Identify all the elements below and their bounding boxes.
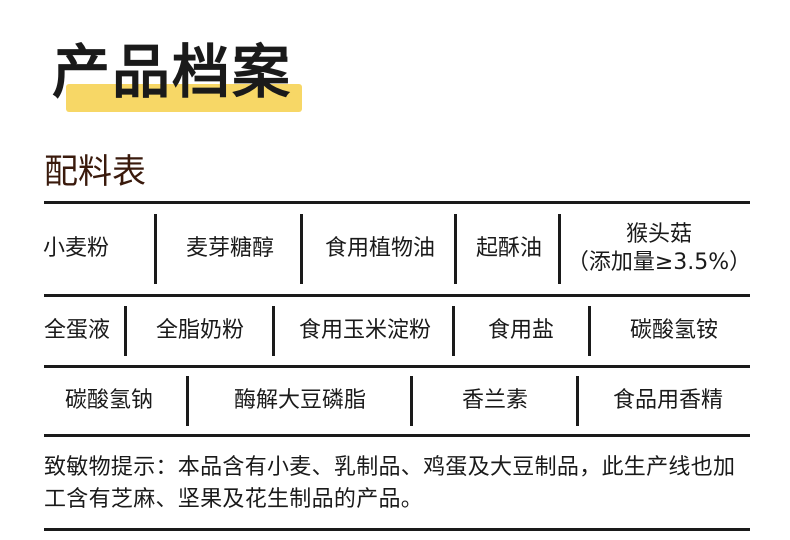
cell-divider: [300, 214, 303, 284]
page-title: 产品档案: [52, 38, 293, 106]
ingredient-cell: 全脂奶粉: [155, 318, 244, 343]
cell-divider: [186, 376, 189, 426]
cell-divider: [454, 214, 457, 284]
title-block: 产品档案: [52, 30, 302, 120]
ingredients-heading: 配料表: [44, 152, 146, 192]
table-rule-row2: [44, 365, 750, 368]
ingredient-cell: 麦芽糖醇: [185, 236, 274, 261]
cell-divider: [410, 376, 413, 426]
ingredient-cell: 小麦粉: [42, 236, 109, 261]
ingredient-cell: 碳酸氢铵: [629, 318, 718, 343]
table-rule-top: [44, 201, 750, 204]
ingredient-cell: 食用玉米淀粉: [298, 318, 431, 343]
ingredient-cell: 食品用香精: [612, 388, 723, 413]
table-rule-row1: [44, 294, 750, 297]
ingredient-cell: 香兰素: [461, 388, 528, 413]
cell-divider: [576, 376, 579, 426]
ingredient-amount-note: （添加量≥3.5%）: [566, 250, 752, 275]
ingredient-cell: 酶解大豆磷脂: [233, 388, 366, 413]
ingredient-cell: 碳酸氢钠: [64, 388, 153, 413]
ingredient-name: 猴头菇: [625, 222, 692, 247]
cell-divider: [588, 306, 591, 356]
ingredient-cell: 食用盐: [487, 318, 554, 343]
ingredient-cell-with-note: 猴头菇 （添加量≥3.5%）: [564, 216, 754, 282]
title-highlight-bar: [66, 84, 302, 112]
table-rule-row3: [44, 434, 750, 437]
cell-divider: [558, 214, 561, 284]
allergen-note: 致敏物提示：本品含有小麦、乳制品、鸡蛋及大豆制品，此生产线也加工含有芝麻、坚果及…: [44, 455, 736, 512]
cell-divider: [124, 306, 127, 356]
cell-divider: [452, 306, 455, 356]
cell-divider: [154, 214, 157, 284]
table-rule-bottom: [44, 528, 750, 531]
ingredient-cell: 全蛋液: [43, 318, 110, 343]
ingredient-cell: 起酥油: [475, 236, 542, 261]
ingredient-cell: 食用植物油: [324, 236, 435, 261]
cell-divider: [272, 306, 275, 356]
